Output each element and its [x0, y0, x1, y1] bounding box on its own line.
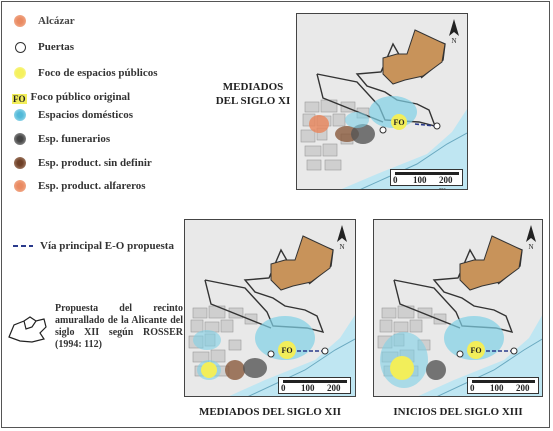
- north-arrow-xiii: N: [522, 224, 540, 250]
- fo-code: FO: [12, 94, 27, 104]
- legend-item-alcazar: Alcázar: [12, 13, 75, 29]
- funerary-swatch: [14, 133, 26, 145]
- map-siglo-xi: FO N 0 100 200 m: [296, 13, 468, 190]
- via-swatch: [13, 245, 33, 247]
- map-title-xi: MEDIADOS DEL SIGLO XI: [210, 80, 296, 108]
- north-arrow-xii: N: [333, 224, 351, 250]
- legend-item-foco-publico: Foco de espacios públicos: [12, 65, 157, 81]
- scale-mid-xi: 100: [413, 175, 427, 185]
- scale-mid-xiii: 100: [490, 383, 504, 393]
- legend-item-via: Vía principal E-O propuesta: [12, 238, 174, 254]
- map-siglo-xiii: FO N 0 100 200 m: [373, 219, 543, 397]
- legend-label-via: Vía principal E-O propuesta: [40, 240, 174, 252]
- north-letter-xiii: N: [528, 243, 533, 250]
- alcazar-swatch: [14, 15, 26, 27]
- scale-end-xii: 200 m: [327, 383, 341, 396]
- scale-bar-xii: 0 100 200 m: [278, 377, 351, 396]
- scale-zero-xiii: 0: [470, 383, 475, 393]
- scale-mid-xii: 100: [301, 383, 315, 393]
- scale-end-xi: 200 m: [439, 175, 453, 190]
- north-arrow-xi: N: [445, 18, 463, 44]
- legend-item-puertas: Puertas: [12, 39, 74, 55]
- undefined-production-swatch: [14, 157, 26, 169]
- legend-label-alcazar: Alcázar: [38, 15, 75, 27]
- scale-bar-xi: 0 100 200 m: [390, 169, 463, 189]
- legend-label-foco-publico: Foco de espacios públicos: [38, 67, 158, 79]
- public-focus-swatch: [14, 67, 26, 79]
- gate-swatch: [15, 42, 26, 53]
- north-letter-xii: N: [339, 243, 344, 250]
- proposal-note: Propuesta del recinto amurallado de la A…: [55, 303, 183, 350]
- legend-item-domesticos: Espacios domésticos: [12, 107, 133, 123]
- pottery-swatch: [14, 180, 26, 192]
- legend-label-domesticos: Espacios domésticos: [38, 109, 134, 121]
- fo-label-xii: FO: [281, 346, 292, 355]
- map-title-xii: MEDIADOS DEL SIGLO XII: [198, 406, 342, 418]
- scale-zero-xi: 0: [393, 175, 398, 185]
- scale-end-xiii: 200 m: [516, 383, 530, 396]
- legend-item-sin-definir: Esp. product. sin definir: [12, 155, 152, 171]
- legend-label-puertas: Puertas: [38, 41, 75, 53]
- wall-outline-icon: [8, 316, 47, 343]
- legend-item-funerarios: Esp. funerarios: [12, 131, 110, 147]
- map-title-xi-line1: MEDIADOS: [222, 81, 284, 93]
- map-siglo-xii: FO N 0 100 200 m: [184, 219, 356, 397]
- fo-label-xi: FO: [393, 118, 404, 127]
- domestic-swatch: [14, 109, 26, 121]
- legend-label-funerarios: Esp. funerarios: [38, 133, 111, 145]
- fo-label-xiii: FO: [470, 346, 481, 355]
- north-letter-xi: N: [451, 37, 456, 44]
- legend-item-fo: FO Foco público original: [12, 89, 130, 105]
- scale-bar-xiii: 0 100 200 m: [467, 377, 539, 396]
- legend-label-fo: Foco público original: [30, 91, 131, 103]
- map-title-xiii: INICIOS DEL SIGLO XIII: [393, 406, 523, 418]
- legend-label-sin-definir: Esp. product. sin definir: [38, 157, 152, 169]
- legend-item-alfareros: Esp. product. alfareros: [12, 178, 146, 194]
- map-title-xi-line2: DEL SIGLO XI: [215, 95, 291, 107]
- scale-zero-xii: 0: [281, 383, 286, 393]
- legend-label-alfareros: Esp. product. alfareros: [38, 180, 146, 192]
